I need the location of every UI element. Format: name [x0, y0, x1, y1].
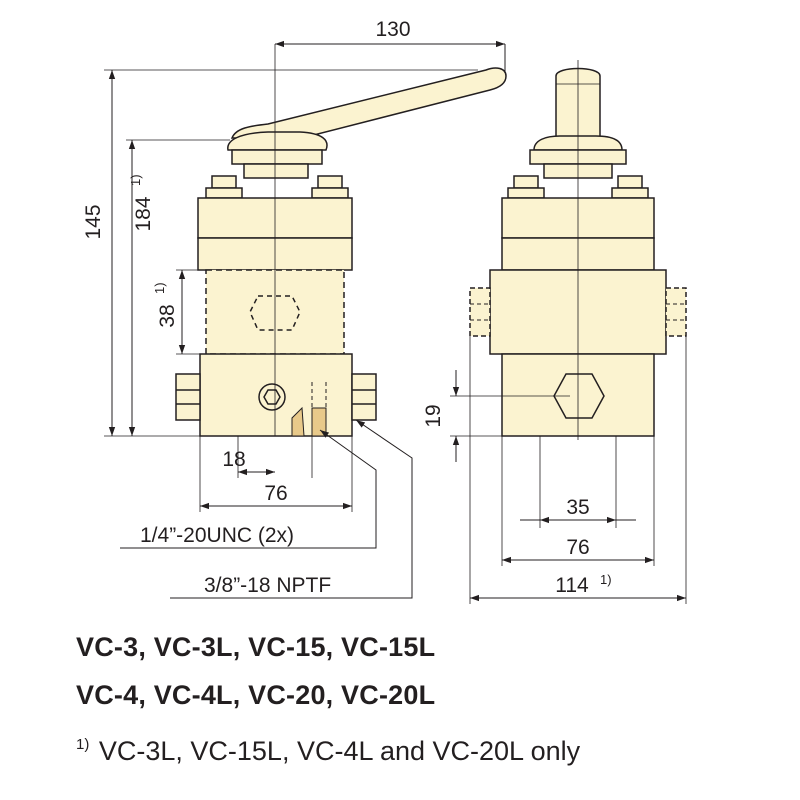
socket-port	[258, 383, 286, 411]
dim-height-total-l: 184	[132, 196, 155, 231]
dim-bottom-base: 76	[264, 482, 287, 505]
threaded-hole-left	[291, 406, 305, 437]
threaded-hole-right	[311, 407, 327, 437]
lever-handle	[230, 67, 507, 139]
side-nut-right	[351, 373, 377, 421]
dim-bolt-spacing: 35	[566, 496, 589, 519]
dim-overall-width-note: 1)	[600, 572, 612, 587]
model-list-line-1: VC-3, VC-3L, VC-15, VC-15L	[76, 632, 436, 662]
dim-port-height: 38	[156, 304, 179, 327]
footnote-mark: 1)	[76, 736, 90, 753]
dim-overall-width: 114	[555, 574, 589, 597]
dim-port-height-note: 1)	[152, 282, 167, 294]
lower-base	[199, 353, 353, 437]
thread-label-unc: 1/4”-20UNC (2x)	[140, 524, 294, 547]
dim-port-offset: 19	[422, 404, 445, 427]
bolt-base-right	[311, 187, 349, 199]
bolt-head-left	[211, 175, 237, 189]
hub-collar	[243, 163, 309, 179]
handle-hub-base	[231, 149, 323, 165]
dim-bottom-small: 18	[222, 448, 245, 471]
model-list-line-2: VC-4, VC-4L, VC-20, VC-20L	[76, 680, 436, 710]
side-nut-left	[175, 373, 201, 421]
bolt-base-left	[205, 187, 243, 199]
dim-width-overall: 130	[375, 18, 410, 41]
dim-height-total-l-note: 1)	[128, 174, 143, 186]
handle-hub	[227, 131, 328, 151]
footnote: 1) VC-3L, VC-15L, VC-4L and VC-20L only	[76, 736, 580, 767]
footnote-text: VC-3L, VC-15L, VC-4L and VC-20L only	[98, 736, 581, 766]
dim-base-width: 76	[566, 536, 589, 559]
side-dimensions	[450, 336, 687, 604]
front-dimensions	[104, 40, 506, 599]
thread-label-nptf: 3/8”-18 NPTF	[204, 574, 331, 597]
bolt-head-right	[317, 175, 343, 189]
dim-height-total: 145	[82, 204, 105, 239]
